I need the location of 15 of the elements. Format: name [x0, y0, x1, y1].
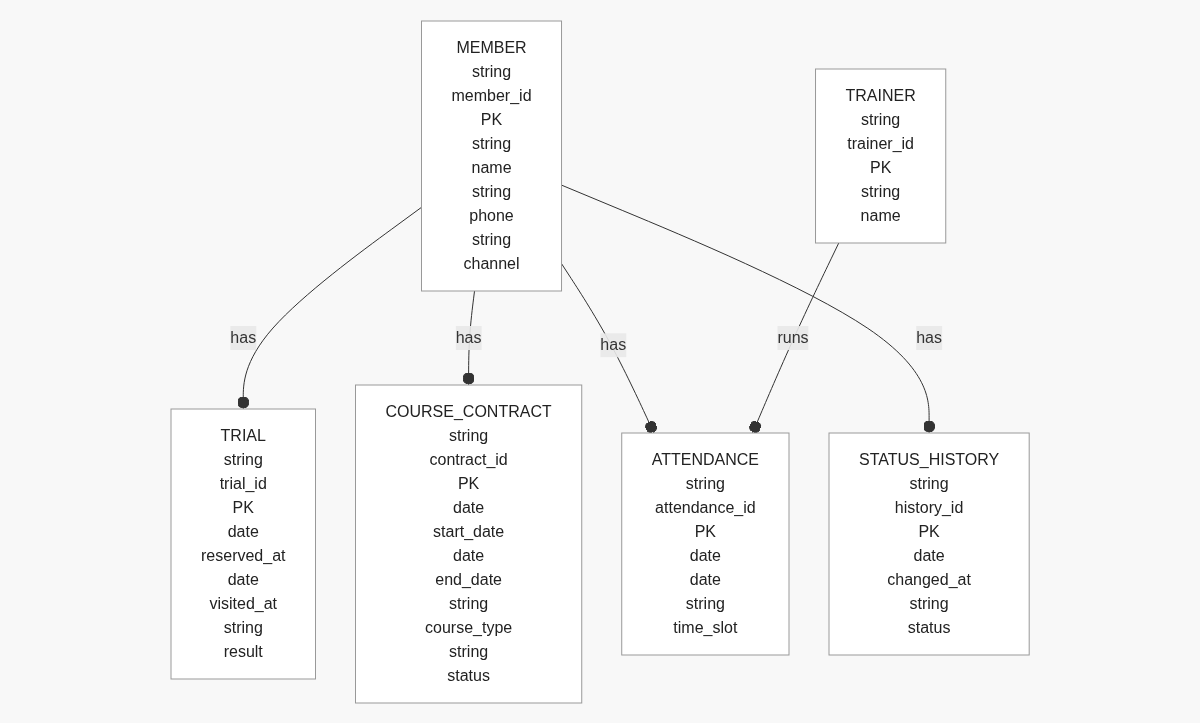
node-box: ATTENDANCE string attendance_id PK date date string time_slot — [621, 432, 790, 655]
connector — [237, 206, 422, 409]
node-box: TRIAL string trial_id PK date reserved_at date visited_at string result — [170, 408, 316, 679]
edge-label: has — [230, 328, 257, 346]
edge-label: has — [600, 335, 627, 353]
edge-label: runs — [777, 328, 809, 346]
edge-label: has — [455, 328, 482, 346]
connector — [560, 184, 936, 433]
connector — [560, 262, 658, 433]
node-box: COURSE_CONTRACT string contract_id PK date start_date date end_date string course_type string status — [354, 384, 583, 703]
node-box: STATUS_HISTORY string history_id PK date changed_at string status — [828, 432, 1030, 655]
edge-label: has — [916, 328, 942, 346]
node-box: TRAINER string trainer_id PK string name — [814, 68, 947, 243]
node-box: MEMBER string member_id PK string name string phone string channel — [420, 20, 562, 291]
connector — [749, 242, 840, 433]
